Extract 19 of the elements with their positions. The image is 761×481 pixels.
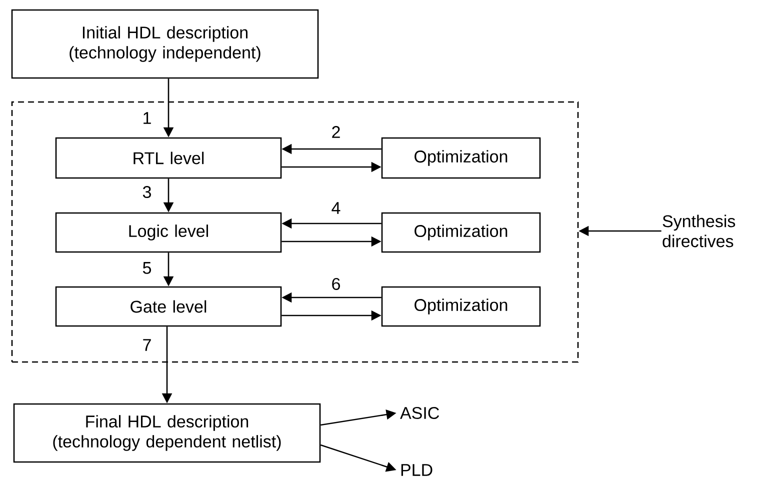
- process-box: Final HDL description (technology dependent netlist): [13, 403, 321, 463]
- edge-label: 3: [142, 186, 151, 198]
- edge-label: 2: [332, 126, 340, 138]
- edge-label: 1: [144, 112, 151, 124]
- process-box: Initial HDL description (technology independent): [11, 9, 319, 79]
- process-box: Logic level: [55, 212, 282, 253]
- process-box: Optimization: [381, 212, 541, 253]
- process-box: Optimization: [381, 286, 541, 327]
- process-box: Gate level: [55, 286, 282, 327]
- bare-text: Synthesis directives: [662, 214, 736, 248]
- edge-label: 5: [142, 262, 152, 274]
- edge-label: 4: [332, 202, 340, 214]
- process-box: RTL level: [55, 137, 282, 179]
- bare-text: ASIC: [400, 406, 440, 420]
- process-box: Optimization: [381, 137, 541, 179]
- edge-label: 7: [143, 339, 151, 351]
- dashed-boundary: [11, 101, 579, 363]
- edge-label: 6: [332, 278, 340, 290]
- bare-text: PLD: [401, 464, 432, 476]
